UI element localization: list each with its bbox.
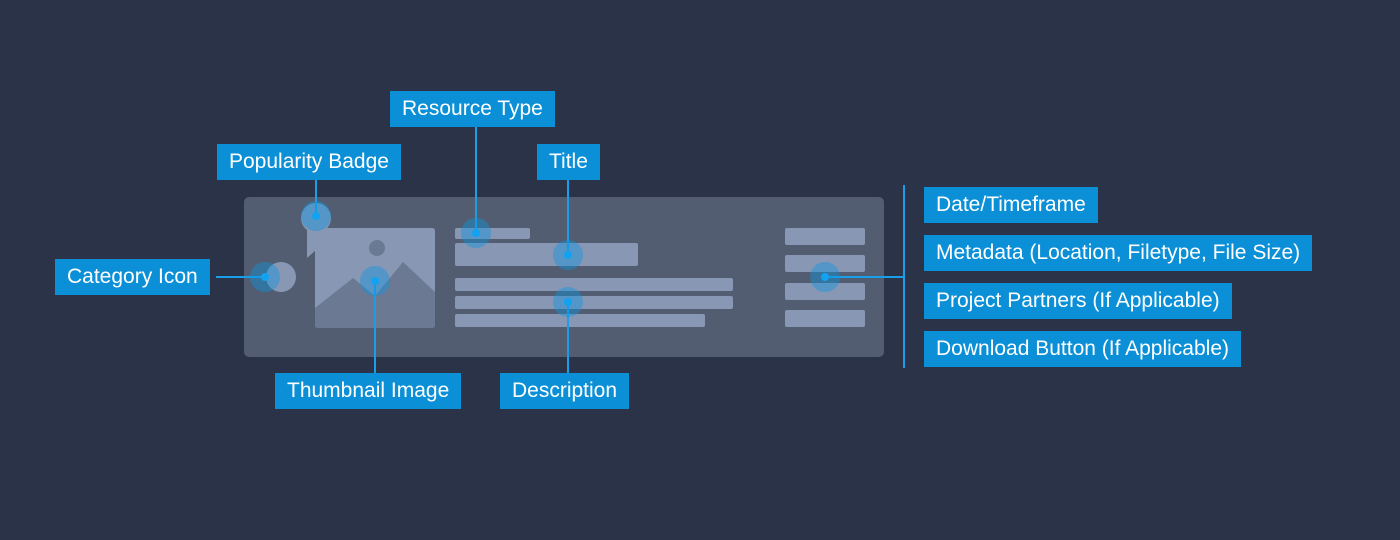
thumbnail-connector <box>374 281 376 374</box>
project-partners-label: Project Partners (If Applicable) <box>924 283 1232 319</box>
category-icon <box>266 262 296 292</box>
resource-type-bar <box>455 228 530 239</box>
metadata-label: Metadata (Location, Filetype, File Size) <box>924 235 1313 271</box>
description-line <box>455 296 733 309</box>
description-dot <box>564 298 572 306</box>
resource-type-label: Resource Type <box>390 91 555 127</box>
thumbnail-dot <box>371 277 379 285</box>
category-icon-label: Category Icon <box>55 259 210 295</box>
description-connector <box>567 301 569 374</box>
meta-dot <box>821 273 829 281</box>
title-connector <box>567 180 569 255</box>
popularity-badge-connector <box>315 180 317 216</box>
meta-bracket <box>903 185 905 368</box>
title-dot <box>564 251 572 259</box>
category-icon-connector <box>216 276 264 278</box>
description-line <box>455 314 705 327</box>
description-label: Description <box>500 373 630 409</box>
resource-type-dot <box>472 229 480 237</box>
category-dot <box>261 273 269 281</box>
resource-type-connector <box>475 127 477 232</box>
thumbnail-image-label: Thumbnail Image <box>275 373 462 409</box>
metadata-bar <box>785 255 865 272</box>
popularity-badge-label: Popularity Badge <box>217 144 401 180</box>
title-label: Title <box>537 144 600 180</box>
download-button-label: Download Button (If Applicable) <box>924 331 1242 367</box>
date-timeframe-label: Date/Timeframe <box>924 187 1098 223</box>
partners-bar <box>785 283 865 300</box>
title-bar <box>455 243 638 266</box>
date-bar <box>785 228 865 245</box>
meta-connector <box>825 276 904 278</box>
description-line <box>455 278 733 291</box>
popularity-dot <box>312 212 320 220</box>
download-bar <box>785 310 865 327</box>
